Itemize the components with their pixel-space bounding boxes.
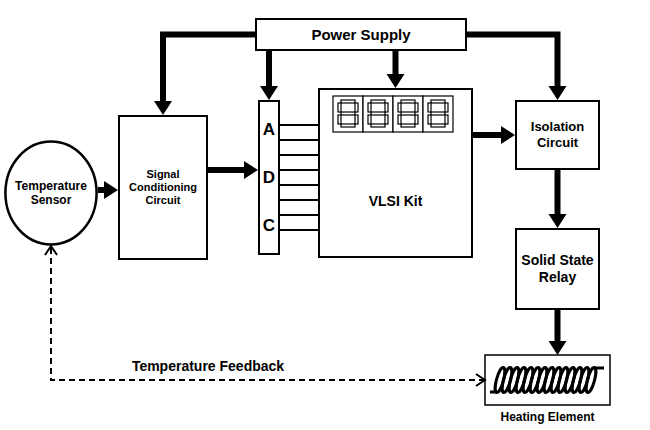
node-label: Isolation Circuit [521,119,594,150]
signal-connector [467,35,567,101]
bus-line [280,229,318,231]
node-label: Heating Element [489,410,606,424]
bus-line [280,184,318,186]
bus-line [280,169,318,171]
signal-connector [98,181,118,199]
arrow-head [387,74,405,88]
arrow-head [45,246,57,255]
seven-segment-display [333,96,453,132]
arrow-head [549,341,567,355]
node-label: VLSI Kit [324,193,467,210]
arrow-head [260,86,278,100]
temperature-sensor-circle: Temperature Sensor [4,140,98,246]
node-label: Power Supply [261,26,461,44]
heating-coil [485,355,610,405]
heating-element: Heating Element [485,355,610,425]
bus-line [280,214,318,216]
signal-conditioning-box: Signal Conditioning Circuit [118,115,208,260]
isolation-circuit-box: Isolation Circuit [515,100,600,170]
sensor-ellipse [5,142,96,245]
connector-line [51,246,485,380]
connector-line [266,51,272,87]
connector-line [393,51,399,75]
node-label: Solid State Relay [521,252,594,286]
node-label: Temperature Sensor [8,179,94,208]
bus-line [280,154,318,156]
vlsi-kit-box: VLSI Kit [318,88,473,258]
signal-connector [154,35,255,116]
adc-box: A D C [258,100,280,255]
arrow-head [476,374,485,386]
connector-line [467,35,558,88]
arrow-head [154,101,172,115]
arrow-head [549,86,567,100]
arrow-head [549,214,567,228]
signal-connector [208,161,258,179]
connector-line [473,132,502,138]
arrow-head [104,181,118,199]
bus-line [280,139,318,141]
signal-connector [549,170,567,228]
arrow-head [244,161,258,179]
node-label: Signal Conditioning Circuit [124,168,202,208]
node-label: A D C [261,106,277,250]
bus-line [280,199,318,201]
feedback-connector [45,246,485,386]
power-supply-box: Power Supply [255,18,467,51]
bus-line [280,124,318,126]
solid-state-relay-box: Solid State Relay [515,228,600,310]
connector-line [98,187,105,193]
signal-connector [387,51,405,88]
signal-connector [549,310,567,355]
connector-line [163,35,255,103]
connector-line [208,167,245,173]
connector-line [555,170,561,215]
edge-label: Temperature Feedback [129,358,287,374]
signal-connector [260,51,278,100]
arrow-head [501,126,515,144]
signal-connector [280,125,318,230]
signal-connector [473,126,515,144]
connector-line [555,310,561,342]
